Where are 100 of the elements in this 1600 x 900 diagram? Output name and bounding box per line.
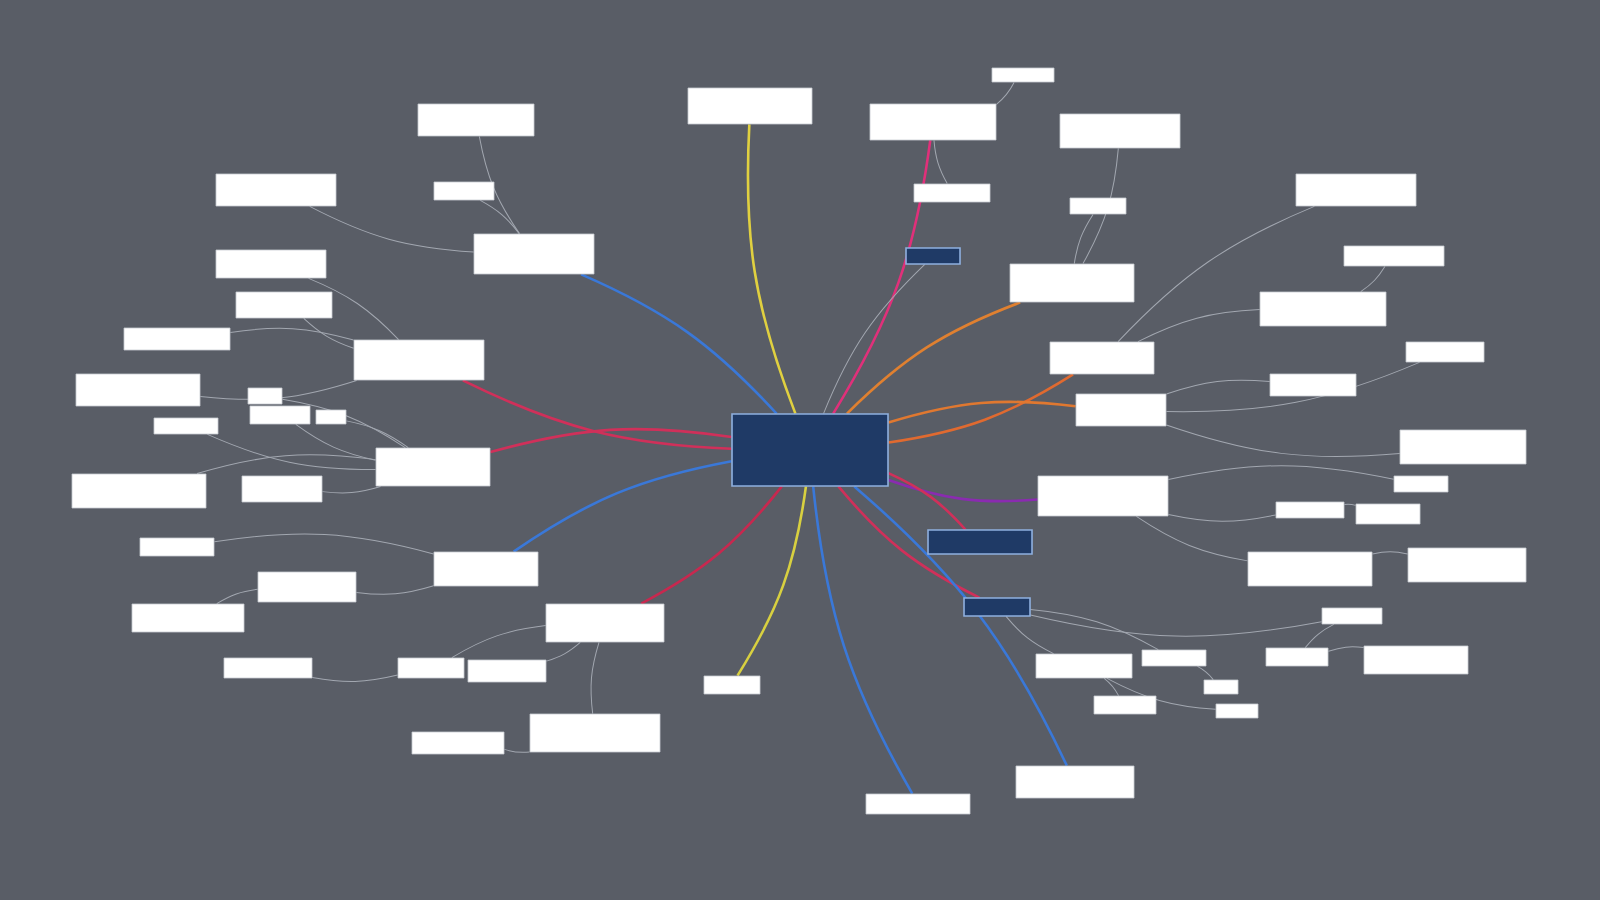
branch-line [229,327,355,341]
topic-box [1009,263,1135,303]
topic-box [215,249,327,279]
topic-box [1399,429,1527,465]
branch-line [1197,665,1214,681]
branch-line [1327,646,1365,652]
topic-box [1059,113,1181,149]
topic-box [257,571,357,603]
branch-line [216,588,259,605]
branch-line [1029,614,1323,637]
branch-line [206,433,377,471]
topic-box [1247,551,1373,587]
topic-box [687,87,813,125]
topic-box [1321,607,1383,625]
topic-box [433,181,495,201]
topic-box [397,657,465,679]
topic-box [71,473,207,509]
branch-line [196,454,377,475]
branch-line [1103,677,1120,697]
topic-box [1269,373,1357,397]
topic-box [247,387,283,405]
topic-box [905,247,961,265]
topic-box [869,103,997,141]
topic-box [1393,475,1449,493]
branch-line [933,139,948,185]
topic-box [1295,173,1417,207]
branch-line [1360,265,1386,293]
topic-box [913,183,991,203]
branch-line [479,199,520,235]
topic-box [315,409,347,425]
branch-line [1304,623,1335,649]
branch-line [462,379,732,450]
branch-line [355,585,435,595]
branch-line [1371,551,1409,555]
branch-line [503,748,531,753]
branch-line [512,459,732,553]
topic-box [1093,695,1157,715]
topic-box [1343,245,1445,267]
topic-box [1075,393,1167,427]
branch-line [887,471,967,531]
topic-box [235,291,333,319]
topic-box [131,603,245,633]
topic-box [215,173,337,207]
topic-box [1069,197,1127,215]
branch-line [1005,615,1055,655]
branch-line [345,420,409,449]
topic-box [1259,291,1387,327]
branch-line [213,533,435,555]
topic-box [865,793,971,815]
branch-line [1029,608,1159,651]
branch-line [837,485,980,599]
branch-line [888,373,1074,444]
branch-line [281,398,406,449]
topic-box [1363,645,1469,675]
branch-line [295,423,377,461]
branch-line [736,486,808,677]
branch-line [478,135,520,235]
topic-box [1265,647,1329,667]
topic-box [249,405,311,425]
topic-box [991,67,1055,83]
topic-box [1015,765,1135,799]
branch-line [490,427,732,454]
branch-line [321,485,382,494]
topic-box [411,731,505,755]
branch-line [545,641,581,662]
branch-line [1165,379,1271,395]
branch-line [590,641,600,715]
topic-box [417,103,535,137]
topic-box [1037,475,1169,517]
topic-box [545,603,665,643]
branch-line [832,140,932,415]
branch-line [853,485,1068,767]
topic-box [1275,501,1345,519]
branch-line [309,205,475,253]
topic-box [529,713,661,753]
topic-box [1405,341,1485,363]
topic-box [433,551,539,587]
topic-box [1215,703,1259,719]
topic-box [927,529,1033,555]
branch-line [888,400,1076,424]
topic-box [353,339,485,381]
branch-line [1073,213,1094,265]
topic-box [1035,653,1133,679]
branch-line [308,277,400,341]
branch-line [1343,503,1357,506]
topic-box [963,597,1031,617]
topic-box [375,447,491,487]
topic-box [1355,503,1421,525]
branch-line [303,317,355,349]
branch-line [640,485,783,605]
topic-box [1407,547,1527,583]
branch-line [1165,424,1401,458]
branch-line [823,263,926,415]
branch-line [846,301,1021,415]
branch-line [811,486,914,795]
topic-box [1203,679,1239,695]
topic-box [123,327,231,351]
branch-line [199,379,358,400]
topic-box [1141,649,1207,667]
branch-line [1106,677,1217,710]
